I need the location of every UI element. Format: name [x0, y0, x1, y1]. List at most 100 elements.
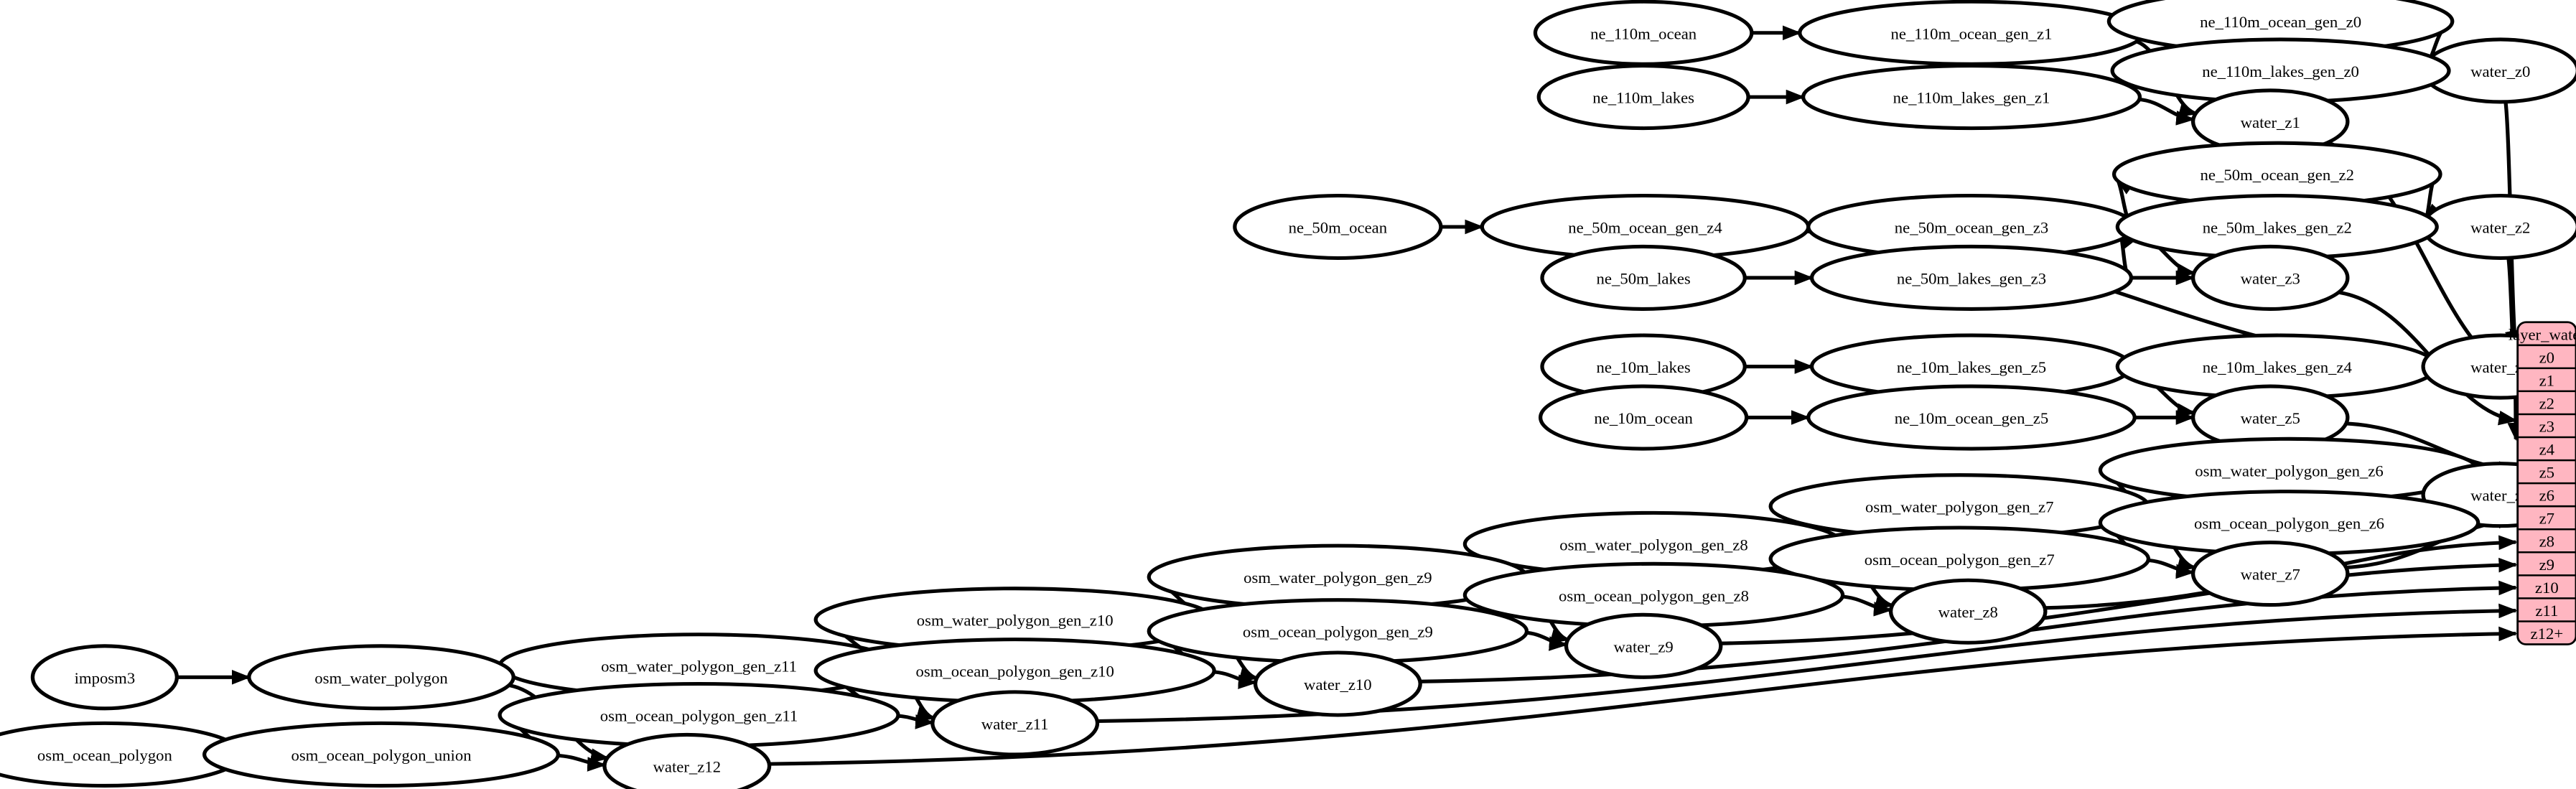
table-row-z11[interactable]: z11	[2535, 602, 2558, 619]
table-row-z2[interactable]: z2	[2539, 395, 2554, 412]
node-osm_ocean_polygon_gen_z10[interactable]: osm_ocean_polygon_gen_z10	[813, 638, 1216, 704]
node-water_z7[interactable]: water_z7	[2190, 541, 2350, 607]
node-label: water_z0	[2470, 62, 2530, 80]
node-water_z8[interactable]: water_z8	[1888, 578, 2048, 645]
node-label: osm_water_polygon_gen_z9	[1243, 569, 1432, 587]
node-ne_50m_lakes[interactable]: ne_50m_lakes	[1540, 244, 1747, 311]
node-label: ne_50m_ocean_gen_z4	[1568, 219, 1722, 236]
node-label: osm_ocean_polygon_gen_z10	[916, 663, 1114, 680]
node-label: ne_10m_ocean_gen_z5	[1895, 409, 2048, 426]
node-ne_10m_ocean_gen_z5[interactable]: ne_10m_ocean_gen_z5	[1806, 384, 2137, 451]
node-label: water_z2	[2470, 219, 2530, 236]
node-ne_110m_ocean_gen_z0[interactable]: ne_110m_ocean_gen_z0	[2106, 0, 2455, 55]
node-water_z9[interactable]: water_z9	[1564, 612, 1723, 679]
node-label: osm_water_polygon_gen_z10	[917, 612, 1114, 629]
node-osm_water_polygon_gen_z10[interactable]: osm_water_polygon_gen_z10	[813, 587, 1216, 653]
node-label: osm_water_polygon_gen_z8	[1559, 536, 1747, 554]
edge-osm_ocean_polygon_gen_z8--water_z8	[1840, 594, 1893, 617]
table-row-z12+[interactable]: z12+	[2531, 625, 2564, 642]
node-water_z11[interactable]: water_z11	[930, 690, 1100, 757]
table-header-label: layer_water	[2509, 326, 2576, 343]
table-row-z10[interactable]: z10	[2535, 579, 2559, 596]
node-osm_ocean_polygon_gen_z7[interactable]: osm_ocean_polygon_gen_z7	[1768, 526, 2151, 592]
node-label: ne_110m_ocean_gen_z1	[1891, 25, 2053, 42]
node-osm_water_polygon_gen_z6[interactable]: osm_water_polygon_gen_z6	[2098, 436, 2481, 503]
node-ellipse	[2190, 244, 2350, 311]
node-label: water_z3	[2241, 270, 2300, 287]
node-label: water_z9	[1614, 638, 1674, 655]
table-row-z6[interactable]: z6	[2539, 487, 2554, 504]
edge-osm_ocean_polygon_gen_z7--water_z7	[2146, 558, 2195, 579]
node-osm_ocean_polygon_gen_z8[interactable]: osm_ocean_polygon_gen_z8	[1462, 561, 1845, 628]
node-osm_water_polygon[interactable]: osm_water_polygon	[247, 644, 515, 711]
node-ellipse	[930, 690, 1100, 757]
node-ne_110m_ocean_gen_z1[interactable]: ne_110m_ocean_gen_z1	[1798, 0, 2145, 66]
layer-water-table: layer_water z0 z1 z2 z3 z4 z5 z6 z7 z8 z9 z10 z11 z12…	[2509, 321, 2576, 645]
edge-osm_ocean_polygon_gen_z11--water_z11	[896, 714, 935, 729]
node-ellipse	[1801, 64, 2142, 131]
node-label: osm_ocean_polygon	[37, 747, 172, 764]
node-label: water_z8	[1938, 604, 1998, 621]
edge-water_z9--layer_water.z9	[1719, 557, 2518, 645]
table-row-z1[interactable]: z1	[2539, 372, 2554, 389]
node-water_z10[interactable]: water_z10	[1253, 650, 1422, 717]
node-water_z12[interactable]: water_z12	[602, 732, 772, 789]
node-water_z1[interactable]: water_z1	[2190, 88, 2350, 155]
node-ne_110m_ocean[interactable]: ne_110m_ocean	[1533, 0, 1754, 66]
node-osm_ocean_polygon_gen_z9[interactable]: osm_ocean_polygon_gen_z9	[1147, 598, 1529, 665]
node-ellipse	[1538, 384, 1749, 451]
node-label: osm_water_polygon_gen_z7	[1865, 498, 2053, 515]
node-ne_50m_lakes_gen_z3[interactable]: ne_50m_lakes_gen_z3	[1809, 244, 2134, 311]
node-label: water_z12	[653, 758, 721, 775]
table-row-z4[interactable]: z4	[2539, 441, 2554, 458]
node-label: osm_water_polygon_gen_z11	[601, 658, 797, 675]
table-row-z8[interactable]: z8	[2539, 533, 2554, 550]
table-row-z0[interactable]: z0	[2539, 349, 2554, 366]
node-label: ne_50m_lakes_gen_z2	[2203, 219, 2352, 236]
node-ellipse	[202, 721, 561, 788]
node-label: ne_10m_lakes_gen_z5	[1897, 358, 2046, 375]
node-ellipse	[1536, 64, 1750, 131]
node-label: water_z5	[2241, 409, 2300, 426]
table-row-z9[interactable]: z9	[2539, 556, 2554, 573]
node-label: osm_ocean_polygon_gen_z7	[1865, 551, 2055, 568]
edge-osm_ocean_polygon_gen_z10--water_z10	[1211, 670, 1258, 689]
node-ellipse	[30, 644, 179, 711]
table-row-z5[interactable]: z5	[2539, 464, 2554, 481]
node-imposm3[interactable]: imposm3	[30, 644, 179, 711]
node-ellipse	[1564, 612, 1723, 679]
node-water_z2[interactable]: water_z2	[2421, 193, 2576, 260]
node-label: ne_10m_lakes	[1597, 358, 1691, 375]
node-osm_ocean_polygon[interactable]: osm_ocean_polygon	[0, 721, 244, 788]
node-label: osm_ocean_polygon_gen_z6	[2194, 515, 2384, 532]
node-ne_110m_lakes[interactable]: ne_110m_lakes	[1536, 64, 1750, 131]
node-ne_50m_ocean[interactable]: ne_50m_ocean	[1233, 193, 1443, 260]
node-label: osm_water_polygon	[314, 669, 447, 686]
node-label: water_z11	[981, 715, 1049, 732]
node-label: ne_110m_lakes_gen_z0	[2202, 62, 2359, 80]
node-ne_110m_lakes_gen_z1[interactable]: ne_110m_lakes_gen_z1	[1801, 64, 2142, 131]
node-label: ne_50m_ocean_gen_z3	[1895, 219, 2048, 236]
node-label: ne_110m_lakes	[1592, 89, 1694, 106]
node-ellipse	[602, 732, 772, 789]
edge-osm_ocean_polygon_union--water_z12	[556, 753, 607, 772]
node-osm_ocean_polygon_union[interactable]: osm_ocean_polygon_union	[202, 721, 561, 788]
node-ellipse	[1888, 578, 2048, 645]
table-row-z3[interactable]: z3	[2539, 418, 2554, 435]
node-ellipse	[2190, 541, 2350, 607]
node-ne_50m_lakes_gen_z2[interactable]: ne_50m_lakes_gen_z2	[2115, 193, 2439, 260]
node-label: water_z1	[2241, 113, 2300, 131]
node-ne_10m_ocean[interactable]: ne_10m_ocean	[1538, 384, 1749, 451]
node-ellipse	[1806, 384, 2137, 451]
node-label: water_z7	[2241, 566, 2300, 583]
node-label: ne_50m_lakes_gen_z3	[1897, 270, 2046, 287]
node-ne_50m_ocean_gen_z2[interactable]: ne_50m_ocean_gen_z2	[2111, 141, 2442, 207]
node-label: osm_ocean_polygon_gen_z8	[1559, 587, 1749, 604]
node-label: ne_10m_ocean	[1594, 409, 1693, 426]
node-label: osm_water_polygon_gen_z6	[2195, 462, 2383, 480]
table-row-z7[interactable]: z7	[2539, 510, 2554, 527]
node-label: ne_50m_lakes	[1597, 270, 1691, 287]
node-water_z3[interactable]: water_z3	[2190, 244, 2350, 311]
